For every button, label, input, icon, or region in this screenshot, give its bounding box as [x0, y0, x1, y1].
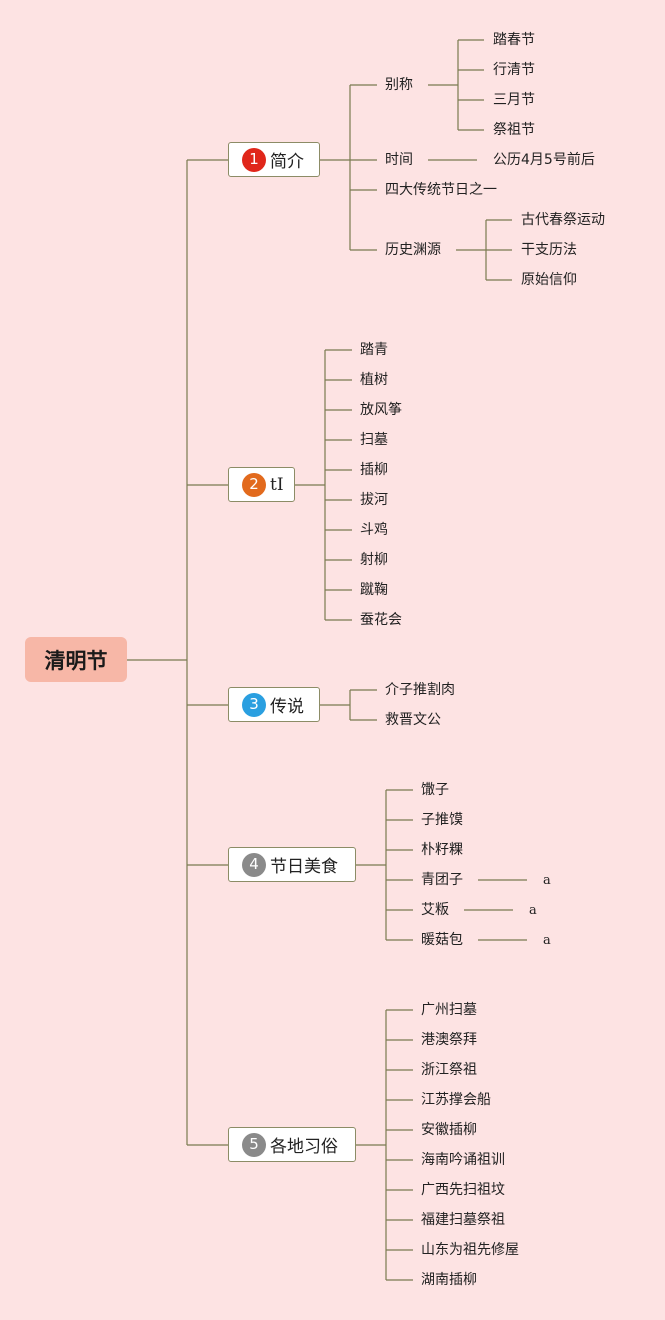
topic-legend[interactable]: 介子推割肉 [385, 682, 455, 698]
topic-custom[interactable]: 湖南插柳 [421, 1272, 477, 1288]
topic-activity[interactable]: 植树 [360, 372, 388, 388]
topic-legend[interactable]: 救晋文公 [385, 712, 441, 728]
topic-food[interactable]: 朴籽粿 [421, 842, 463, 858]
branch-node-food[interactable]: 4 节日美食 [228, 847, 356, 882]
topic-activity[interactable]: 拔河 [360, 492, 388, 508]
topic-activity[interactable]: 插柳 [360, 462, 388, 478]
topic-time[interactable]: 时间 [385, 152, 413, 168]
root-node[interactable]: 清明节 [25, 637, 127, 682]
food-note[interactable]: a [543, 873, 551, 888]
branch-label: 简介 [270, 152, 304, 172]
branch-node-local-customs[interactable]: 5 各地习俗 [228, 1127, 356, 1162]
topic-four-festivals[interactable]: 四大传统节日之一 [385, 182, 497, 198]
topic-food[interactable]: 艾粄 [421, 902, 449, 918]
topic-custom[interactable]: 港澳祭拜 [421, 1032, 477, 1048]
branch-label: 节日美食 [270, 857, 338, 877]
topic-activity[interactable]: 蚕花会 [360, 612, 402, 628]
topic-alias-item[interactable]: 祭祖节 [493, 122, 535, 138]
branch-label: tI [270, 474, 284, 495]
root-label: 清明节 [44, 648, 108, 673]
number-1-icon: 1 [242, 147, 266, 172]
number-3-icon: 3 [242, 692, 266, 717]
topic-activity[interactable]: 斗鸡 [360, 522, 388, 538]
branch-node-legends[interactable]: 3 传说 [228, 687, 320, 722]
topic-food[interactable]: 子推馍 [421, 812, 463, 828]
topic-activity[interactable]: 蹴鞠 [360, 582, 388, 598]
topic-alias-item[interactable]: 行清节 [493, 62, 535, 78]
number-2-icon: 2 [242, 472, 266, 497]
number-5-icon: 5 [242, 1132, 266, 1157]
topic-history-item[interactable]: 干支历法 [521, 242, 577, 258]
topic-custom[interactable]: 广西先扫祖坟 [421, 1182, 505, 1198]
number-4-icon: 4 [242, 852, 266, 877]
branch-label: 传说 [270, 697, 304, 717]
topic-food[interactable]: 暖菇包 [421, 932, 463, 948]
topic-alias-item[interactable]: 三月节 [493, 92, 535, 108]
topic-custom[interactable]: 安徽插柳 [421, 1122, 477, 1138]
topic-activity[interactable]: 放风筝 [360, 402, 402, 418]
topic-history-item[interactable]: 古代春祭运动 [521, 212, 605, 228]
topic-alias[interactable]: 别称 [385, 77, 413, 93]
topic-activity[interactable]: 踏青 [360, 342, 388, 358]
topic-custom[interactable]: 浙江祭祖 [421, 1062, 477, 1078]
topic-history[interactable]: 历史渊源 [385, 242, 441, 258]
topic-custom[interactable]: 广州扫墓 [421, 1002, 477, 1018]
topic-custom[interactable]: 海南吟诵祖训 [421, 1152, 505, 1168]
topic-activity[interactable]: 扫墓 [360, 432, 388, 448]
food-note[interactable]: a [529, 903, 537, 918]
topic-custom[interactable]: 江苏撑会船 [421, 1092, 491, 1108]
branch-label: 各地习俗 [270, 1137, 338, 1157]
topic-history-item[interactable]: 原始信仰 [521, 272, 577, 288]
topic-activity[interactable]: 射柳 [360, 552, 388, 568]
branch-node-activities[interactable]: 2 tI [228, 467, 295, 502]
topic-food[interactable]: 青团子 [421, 872, 463, 888]
branch-node-intro[interactable]: 1 简介 [228, 142, 320, 177]
topic-custom[interactable]: 山东为祖先修屋 [421, 1242, 519, 1258]
topic-time-item[interactable]: 公历4月5号前后 [493, 152, 595, 168]
topic-food[interactable]: 馓子 [421, 782, 449, 798]
topic-alias-item[interactable]: 踏春节 [493, 32, 535, 48]
food-note[interactable]: a [543, 933, 551, 948]
topic-custom[interactable]: 福建扫墓祭祖 [421, 1212, 505, 1228]
